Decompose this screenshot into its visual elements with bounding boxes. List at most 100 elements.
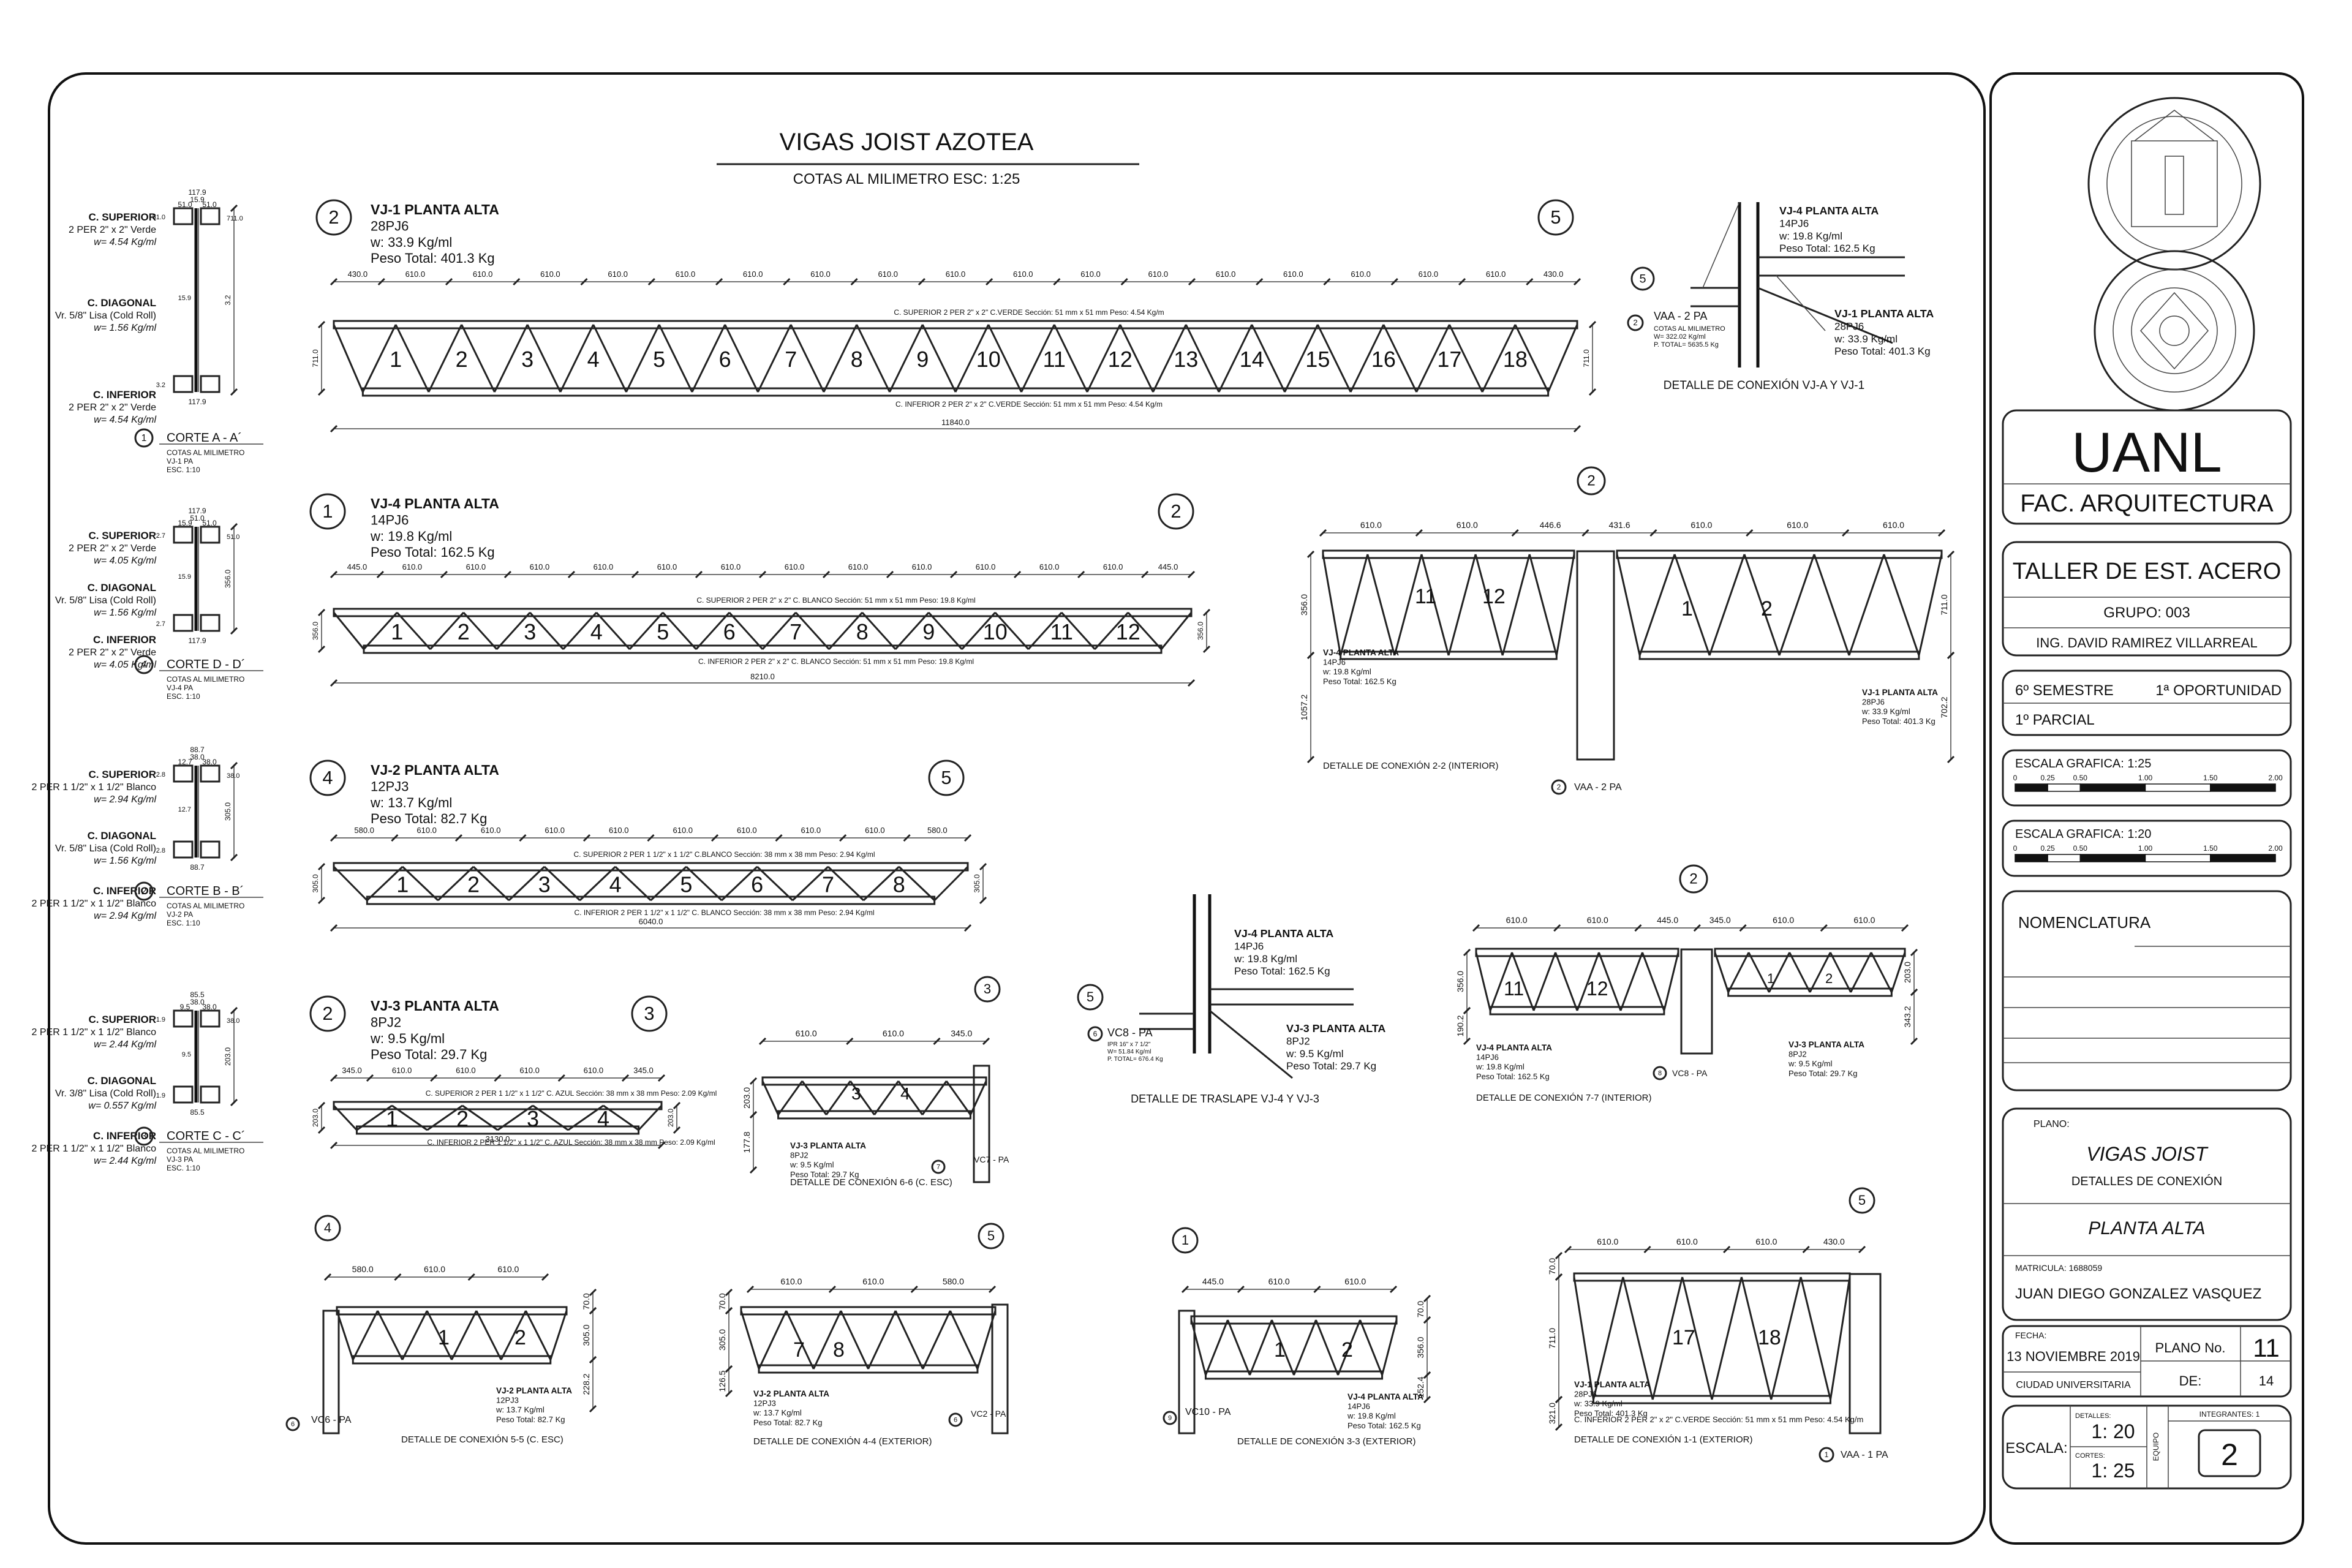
section-dim: 51.0	[190, 514, 205, 522]
drawing-line	[1313, 1285, 1321, 1294]
drawing-line	[1573, 424, 1581, 433]
grid-bubble: 1	[134, 428, 154, 448]
top-angle-right	[200, 1009, 221, 1028]
panel-number: 18	[1758, 1326, 1781, 1349]
drawing-line	[1829, 952, 1852, 993]
dimension-value: 610.0	[1216, 270, 1236, 279]
group: GRUPO: 003	[2103, 605, 2190, 621]
top-chord	[1475, 948, 1679, 957]
detail-label: VAA - 2 PA	[1654, 310, 1707, 322]
vertical-dimension: 3.2	[224, 204, 238, 396]
drawing-line	[1809, 952, 1831, 993]
drawing-line	[1027, 611, 1063, 650]
drawing-line	[1271, 1319, 1295, 1376]
drawing-line	[647, 834, 655, 842]
dimension-value: 610.0	[810, 270, 831, 279]
dimension-value: 610.0	[1787, 520, 1808, 530]
drawing-line	[1359, 1319, 1383, 1376]
label-line: w: 33.9 Kg/ml	[1574, 1399, 1623, 1408]
panel-number: 1	[391, 619, 403, 644]
scale-tick-label: 0	[2013, 774, 2018, 782]
dimension-value: 305.0	[581, 1324, 591, 1346]
drawing-line	[625, 324, 660, 393]
grid-bubble-circle	[631, 995, 668, 1032]
drawing-line	[1323, 277, 1331, 286]
professor: ING. DAVID RAMIREZ VILLARREAL	[2036, 635, 2257, 650]
drawing-line	[1776, 275, 1826, 331]
dimension-value: 430.0	[1544, 270, 1564, 279]
section-text: C. DIAGONAL	[88, 582, 156, 594]
bottom-angle-right	[200, 1085, 221, 1104]
drawing-line	[352, 1310, 379, 1360]
dimension-value: 610.0	[424, 1264, 445, 1274]
drawing-line	[333, 1104, 358, 1131]
drawing-line	[1651, 1276, 1684, 1400]
drawing-line	[589, 1355, 597, 1364]
grid-bubble-circle	[1087, 1026, 1103, 1042]
panel-number: 1	[396, 872, 409, 897]
dimension-value: 610.0	[1344, 1276, 1366, 1286]
grid-bubble-number: 3	[644, 1003, 654, 1024]
grid-bubble-number: 1	[1182, 1232, 1189, 1248]
drawing-line	[230, 627, 238, 635]
dimension-value: 580.0	[354, 826, 374, 835]
section-name: CORTE B - B´	[167, 884, 244, 898]
grid-bubble-circle	[134, 655, 154, 674]
title-block: UANL FAC. ARQUITECTURA TALLER DE EST. AC…	[2002, 97, 2292, 1490]
section-dim: 2.7	[156, 532, 165, 540]
vertical-dimension: 305.0	[224, 761, 238, 862]
grid-bubble-number: 1	[322, 500, 333, 522]
drawing-line	[1284, 324, 1319, 393]
drawing-line	[1141, 570, 1149, 579]
grid-bubble-number: 2	[322, 1003, 333, 1024]
scale-tick-label: 1.50	[2203, 844, 2218, 853]
dimension-value: 610.0	[481, 826, 501, 835]
drawing-line	[323, 1273, 332, 1281]
drawing-line	[525, 1310, 552, 1360]
drawing-line	[1723, 1245, 1731, 1254]
label-line: w: 19.8 Kg/ml	[1234, 953, 1297, 965]
drawing-line	[1747, 952, 1770, 993]
label-line: w: 19.8 Kg/ml	[1779, 230, 1842, 242]
student-name: JUAN DIEGO GONZALEZ VASQUEZ	[2015, 1286, 2261, 1302]
grid-bubble-number: 5	[1087, 989, 1094, 1005]
drawing-line	[1947, 651, 1955, 660]
top-chord	[1573, 1272, 1851, 1282]
panel-number: 5	[657, 619, 669, 644]
grid-bubble-circle	[1630, 266, 1655, 291]
panel-number: 7	[822, 872, 834, 897]
drawing-line	[1061, 611, 1096, 650]
bottom-angle-left	[173, 840, 194, 859]
dimension-value: 445.0	[1158, 562, 1178, 571]
panel-number: 11	[1050, 619, 1073, 644]
grid-bubble-number: 2	[1587, 473, 1595, 489]
dimension-value: 610.0	[1883, 520, 1904, 530]
dimension-value: 610.0	[456, 1066, 476, 1075]
course-box	[2002, 541, 2292, 657]
label-line: 14PJ6	[1234, 940, 1264, 952]
drawing-line	[954, 324, 990, 393]
vertical-dimension: 356.0	[224, 522, 238, 635]
label-line: VJ-3 PLANTA ALTA	[790, 1141, 866, 1150]
dimension-value: 711.0	[1939, 594, 1949, 615]
panel-number: 2	[1825, 971, 1833, 986]
semester: 6º SEMESTRE	[2015, 682, 2114, 699]
drawing-line	[1489, 952, 1513, 1011]
section-dim: 1.9	[156, 1092, 165, 1099]
drawing-line	[1588, 388, 1597, 396]
panel-number: 2	[1341, 1338, 1353, 1362]
vertical-dimension: 343.2	[1902, 988, 1918, 1046]
scale-segment	[2015, 854, 2048, 862]
grid-bubble-number: 5	[941, 767, 951, 788]
drawing-line	[1094, 611, 1129, 650]
section-text: w= 4.54 Kg/ml	[94, 237, 156, 247]
drawing-line	[725, 1365, 733, 1373]
drawing-line	[462, 611, 498, 650]
detail-title: DETALLE DE CONEXIÓN 3-3 (EXTERIOR)	[1237, 1436, 1415, 1447]
truss	[1322, 549, 1575, 660]
grid-bubble-number: 2	[1557, 783, 1561, 791]
